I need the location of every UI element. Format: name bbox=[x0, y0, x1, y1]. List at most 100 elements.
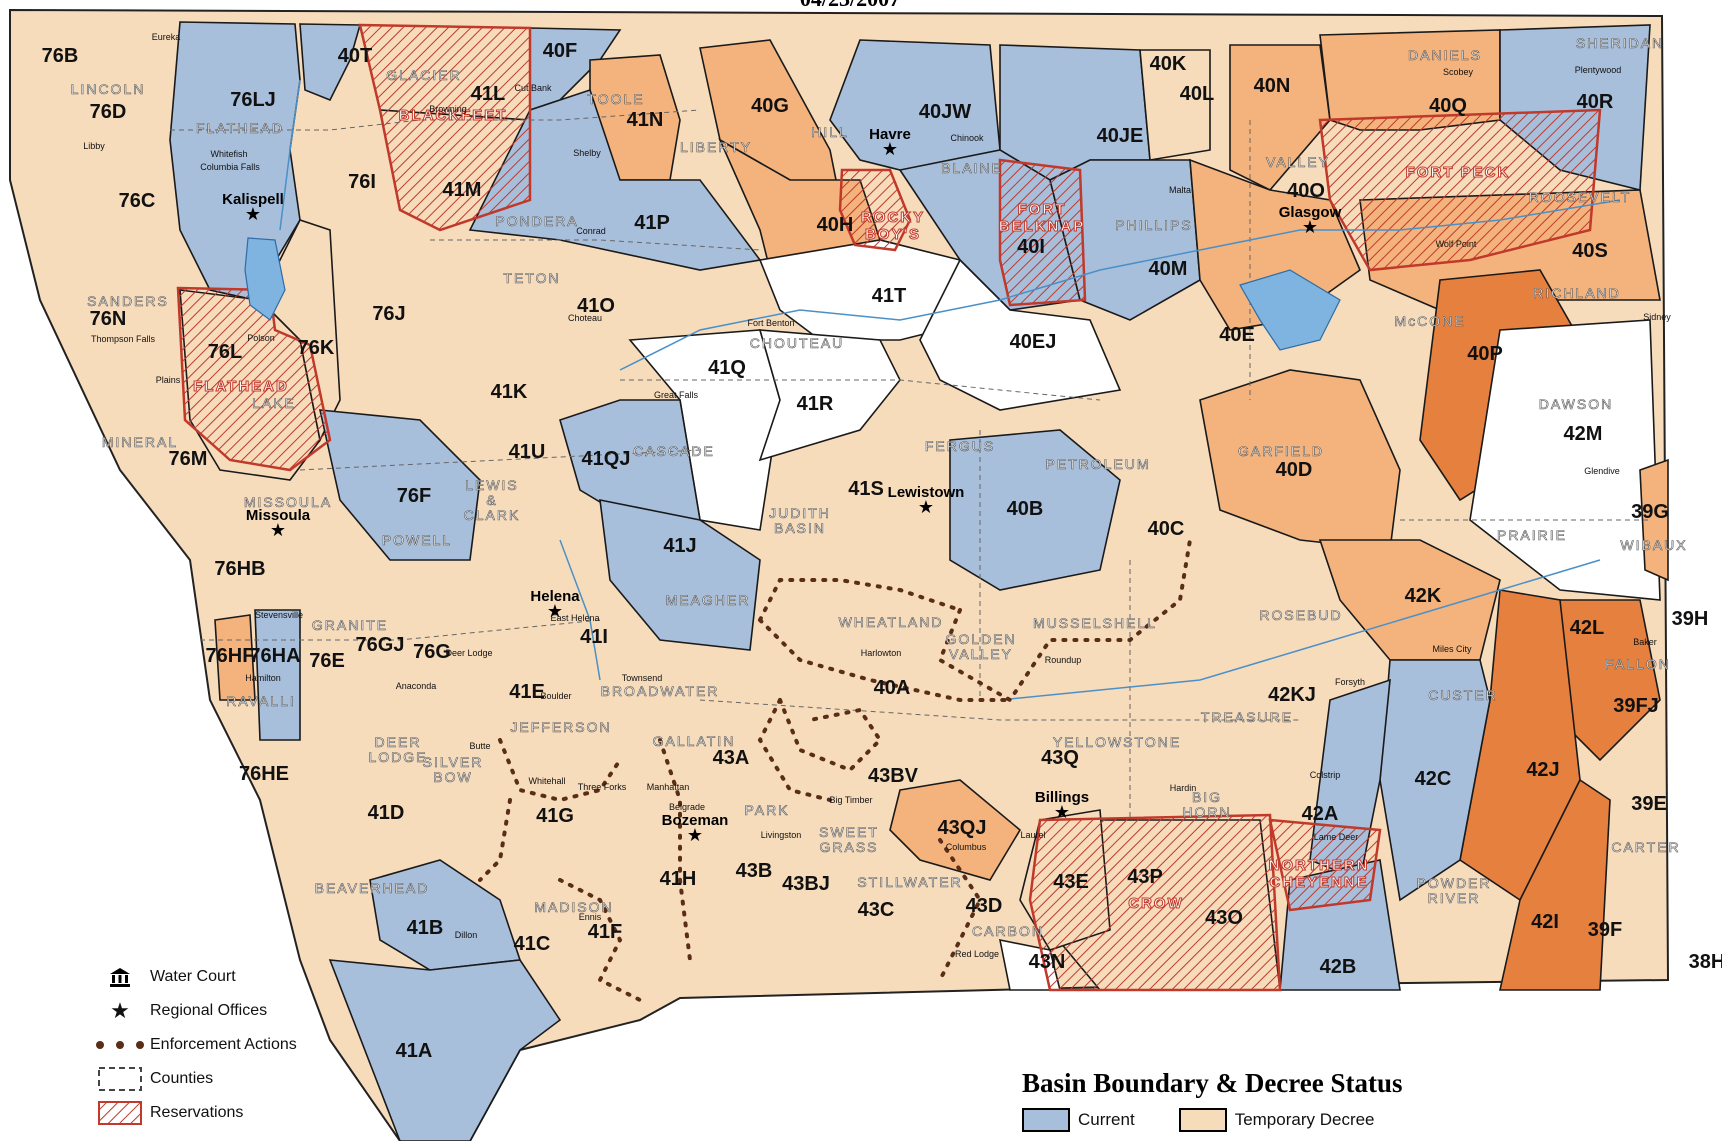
basin-label: 41QJ bbox=[582, 448, 631, 470]
basin-label: 38H bbox=[1689, 951, 1722, 973]
reservation-label: BLACKFEET bbox=[399, 107, 508, 124]
basin-label: 42I bbox=[1531, 911, 1559, 933]
basin-region-40T bbox=[299, 23, 362, 102]
regional-office-star-icon: ★ bbox=[687, 825, 703, 845]
hatch-box-icon bbox=[90, 1100, 150, 1126]
legend-label: Reservations bbox=[150, 1104, 244, 1121]
county-label: SHERIDAN bbox=[1576, 35, 1664, 51]
legend-row-water-court: Water Court bbox=[90, 960, 350, 994]
basin-label: 39G bbox=[1631, 501, 1669, 523]
town-label: Glendive bbox=[1584, 466, 1620, 476]
basin-label: 40P bbox=[1467, 343, 1503, 365]
basin-label: 76M bbox=[169, 448, 208, 470]
reservation-label: FORT PECK bbox=[1406, 164, 1511, 181]
legend-temporary-decree: Temporary Decree bbox=[1178, 1108, 1375, 1132]
regional-office-star-icon: ★ bbox=[1302, 217, 1318, 237]
town-label: Chinook bbox=[950, 133, 984, 143]
regional-office-label: Helena bbox=[530, 588, 580, 605]
basin-label: 40C bbox=[1148, 518, 1185, 540]
basin-label: 76L bbox=[208, 341, 242, 363]
county-label: POWELL bbox=[382, 532, 452, 548]
basin-label: 41N bbox=[627, 109, 664, 131]
legend-symbols: Water Court ★ Regional Offices Enforceme… bbox=[90, 960, 350, 1130]
town-label: Roundup bbox=[1045, 655, 1082, 665]
town-label: Thompson Falls bbox=[91, 334, 156, 344]
county-label: MISSOULA bbox=[244, 494, 332, 510]
town-label: Whitefish bbox=[210, 149, 247, 159]
county-label: HILL bbox=[811, 124, 849, 140]
county-label: TETON bbox=[503, 270, 560, 286]
town-label: Colstrip bbox=[1310, 770, 1341, 780]
regional-office-star-icon: ★ bbox=[547, 601, 563, 621]
basin-label: 41L bbox=[471, 83, 505, 105]
basin-label: 40Q bbox=[1429, 95, 1467, 117]
star-icon: ★ bbox=[110, 998, 130, 1023]
county-label: RICHLAND bbox=[1533, 285, 1621, 301]
county-label: LEWIS&CLARK bbox=[464, 477, 521, 523]
basin-label: 76HA bbox=[249, 645, 300, 667]
regional-office-label: Missoula bbox=[246, 507, 311, 524]
town-label: Butte bbox=[469, 741, 490, 751]
basin-label: 41S bbox=[848, 478, 884, 500]
basin-label: 41M bbox=[443, 179, 482, 201]
legend-label: Counties bbox=[150, 1070, 214, 1087]
basin-label: 41D bbox=[368, 802, 405, 824]
county-label: WIBAUX bbox=[1620, 537, 1687, 553]
legend-row-reservations: Reservations bbox=[90, 1096, 350, 1130]
town-label: Malta bbox=[1169, 185, 1191, 195]
town-label: Columbia Falls bbox=[200, 162, 260, 172]
county-label: CARTER bbox=[1611, 839, 1680, 855]
flathead-lake bbox=[244, 237, 286, 321]
town-label: Dillon bbox=[455, 930, 478, 940]
basin-label: 40I bbox=[1017, 236, 1045, 258]
town-label: Conrad bbox=[576, 226, 606, 236]
regional-office-star-icon: ★ bbox=[918, 497, 934, 517]
county-label: FALLON bbox=[1605, 656, 1671, 672]
reservation-crow bbox=[1028, 813, 1282, 992]
town-label: Sidney bbox=[1643, 312, 1671, 322]
county-label: GLACIER bbox=[386, 67, 461, 83]
legend-label: Regional Offices bbox=[150, 1002, 268, 1019]
basin-label: 41I bbox=[580, 626, 608, 648]
county-label: DAWSON bbox=[1539, 396, 1613, 412]
town-label: Ennis bbox=[579, 912, 602, 922]
basin-label: 42C bbox=[1415, 768, 1452, 790]
town-label: Deer Lodge bbox=[445, 648, 492, 658]
dots-icon bbox=[90, 1040, 150, 1050]
town-label: Livingston bbox=[761, 830, 802, 840]
basin-label: 40L bbox=[1180, 83, 1214, 105]
town-label: Lame Deer bbox=[1314, 832, 1359, 842]
basin-label: 41K bbox=[491, 381, 528, 403]
town-label: Whitehall bbox=[528, 776, 565, 786]
county-label: CHOUTEAU bbox=[750, 335, 845, 351]
basin-label: 40N bbox=[1254, 75, 1291, 97]
regional-office-label: Havre bbox=[869, 126, 911, 143]
basin-label: 76E bbox=[309, 650, 345, 672]
regional-office-star-icon: ★ bbox=[1054, 802, 1070, 822]
map-date: 04/23/2007 bbox=[770, 0, 930, 12]
basin-region-76HA bbox=[254, 609, 301, 741]
basin-label: 40S bbox=[1572, 240, 1608, 262]
legend-label: Enforcement Actions bbox=[150, 1036, 297, 1053]
basin-region-40N bbox=[1229, 44, 1331, 191]
basin-label: 42L bbox=[1570, 617, 1604, 639]
legend-title: Basin Boundary & Decree Status bbox=[1022, 1068, 1403, 1098]
basin-label: 42B bbox=[1320, 956, 1357, 978]
basin-label: 41U bbox=[509, 441, 546, 463]
basin-region-40B bbox=[949, 429, 1121, 591]
basin-region-41J bbox=[599, 498, 761, 651]
temporary-decree-swatch bbox=[1178, 1108, 1227, 1132]
county-label: BLAINE bbox=[941, 160, 1003, 176]
county-label: CARBON bbox=[972, 923, 1044, 939]
basin-label: 76HB bbox=[214, 558, 265, 580]
basin-label: 76HF bbox=[206, 645, 255, 667]
basin-region-40JW bbox=[829, 39, 1001, 171]
county-label: WHEATLAND bbox=[839, 614, 944, 630]
basin-label: 76N bbox=[90, 308, 127, 330]
town-label: East Helena bbox=[550, 613, 599, 623]
reservation-fort-belknap bbox=[998, 158, 1087, 307]
reservation-label: FLATHEAD bbox=[193, 378, 289, 395]
